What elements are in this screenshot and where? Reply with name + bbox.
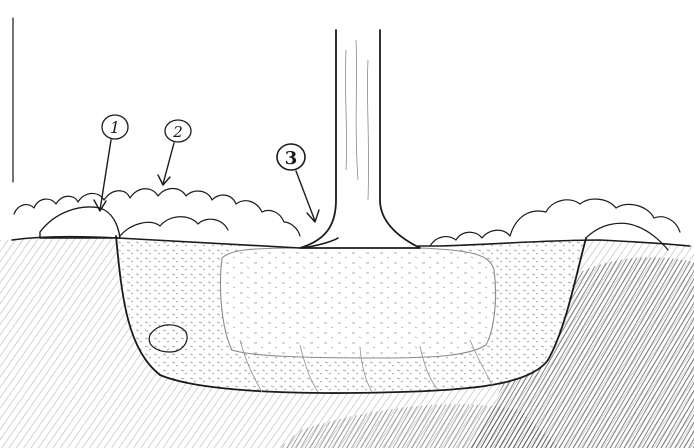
callout-2: 2 [158,120,191,185]
callout-1-arrow-line [100,140,111,210]
callout-1-label: 1 [110,118,120,137]
groundcover-left [14,189,300,237]
mulch-mound [40,207,120,238]
root-ball-texture [220,248,495,358]
callout-3-label: 3 [285,148,298,169]
callout-3: 3 [277,144,319,222]
callout-3-arrow-line [296,171,315,221]
bark-texture [345,40,368,200]
callout-1: 1 [94,115,128,211]
tree-trunk [300,30,420,248]
callout-2-label: 2 [172,123,183,141]
